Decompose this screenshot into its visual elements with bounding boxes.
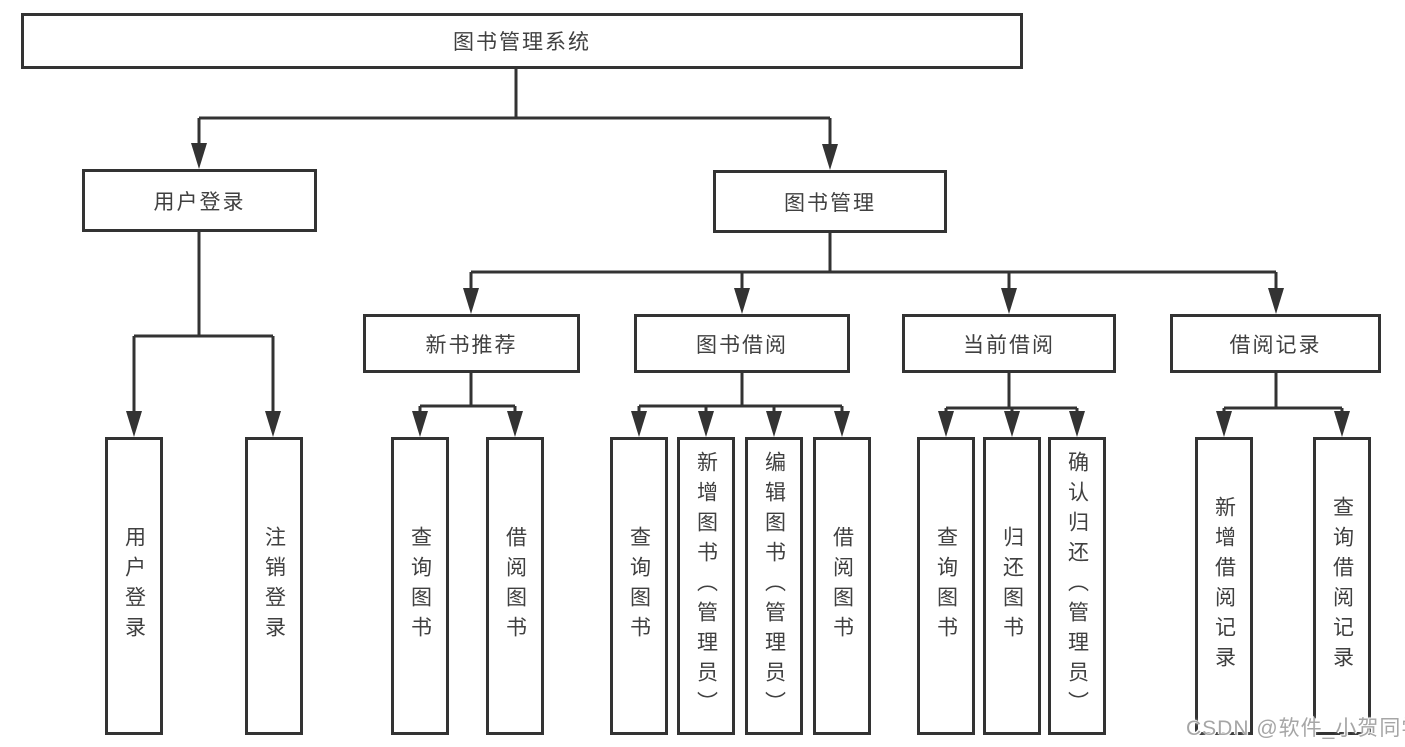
watermark: CSDN @软件_小贺同学	[1186, 717, 1405, 740]
node-user-login: 用户登录	[82, 169, 317, 232]
leaf-logout: 注销登录	[245, 437, 303, 735]
leaf-logout-label: 注销登录	[262, 526, 286, 646]
leaf-current-return-books-label: 归还图书	[1000, 526, 1024, 646]
leaf-current-query-books-label: 查询图书	[934, 526, 958, 646]
node-book-management-label: 图书管理	[784, 191, 876, 215]
leaf-user-login-label: 用户登录	[122, 526, 146, 646]
node-root: 图书管理系统	[21, 13, 1023, 69]
leaf-borrow-borrow-books: 借阅图书	[813, 437, 871, 735]
leaf-current-query-books: 查询图书	[917, 437, 975, 735]
node-borrow-records-label: 借阅记录	[1229, 333, 1322, 357]
leaf-records-add-record-label: 新增借阅记录	[1212, 496, 1236, 676]
node-book-borrow: 图书借阅	[634, 314, 850, 373]
leaf-records-query-record: 查询借阅记录	[1313, 437, 1371, 735]
leaf-borrow-query-books: 查询图书	[610, 437, 668, 735]
leaf-newrec-borrow-books-label: 借阅图书	[503, 526, 527, 646]
leaf-borrow-edit-books-admin: 编辑图书（管理员）	[745, 437, 803, 735]
leaf-user-login: 用户登录	[105, 437, 163, 735]
leaf-current-confirm-return-admin-label: 确认归还（管理员）	[1065, 451, 1089, 721]
leaf-records-query-record-label: 查询借阅记录	[1330, 496, 1354, 676]
node-borrow-records: 借阅记录	[1170, 314, 1381, 373]
leaf-current-confirm-return-admin: 确认归还（管理员）	[1048, 437, 1106, 735]
leaf-borrow-add-books-admin-label: 新增图书（管理员）	[694, 451, 718, 721]
leaf-newrec-query-books-label: 查询图书	[408, 526, 432, 646]
leaf-records-add-record: 新增借阅记录	[1195, 437, 1253, 735]
node-book-borrow-label: 图书借阅	[696, 333, 788, 357]
node-root-label: 图书管理系统	[453, 31, 591, 54]
leaf-current-return-books: 归还图书	[983, 437, 1041, 735]
leaf-borrow-edit-books-admin-label: 编辑图书（管理员）	[762, 451, 786, 721]
node-current-borrow-label: 当前借阅	[963, 333, 1055, 357]
node-book-management: 图书管理	[713, 170, 947, 233]
leaf-borrow-query-books-label: 查询图书	[627, 526, 651, 646]
leaf-borrow-borrow-books-label: 借阅图书	[830, 526, 854, 646]
node-current-borrow: 当前借阅	[902, 314, 1116, 373]
node-new-book-recommend-label: 新书推荐	[425, 333, 518, 357]
leaf-newrec-borrow-books: 借阅图书	[486, 437, 544, 735]
node-user-login-label: 用户登录	[153, 190, 246, 214]
leaf-newrec-query-books: 查询图书	[391, 437, 449, 735]
leaf-borrow-add-books-admin: 新增图书（管理员）	[677, 437, 735, 735]
node-new-book-recommend: 新书推荐	[363, 314, 580, 373]
